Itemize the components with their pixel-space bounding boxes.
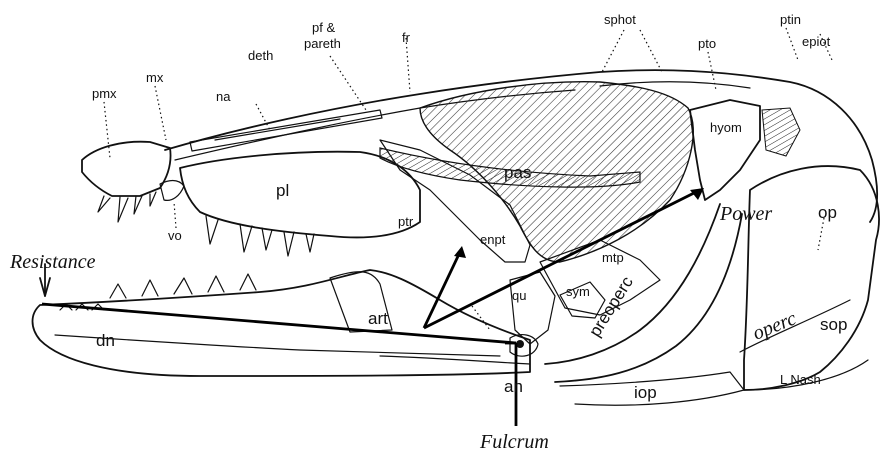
skull-drawing: L Nash <box>33 70 879 405</box>
label-operc: operc <box>750 307 800 344</box>
label-ptr: ptr <box>398 214 414 229</box>
label-epiot: epiot <box>802 34 831 49</box>
label-qu: qu <box>512 288 526 303</box>
label-mtp: mtp <box>602 250 624 265</box>
label-pl: pl <box>276 181 289 200</box>
label-pto: pto <box>698 36 716 51</box>
label-dn: dn <box>96 331 115 350</box>
label-na: na <box>216 89 231 104</box>
label-op: op <box>818 203 837 222</box>
label-vo: vo <box>168 228 182 243</box>
label-iop: iop <box>634 383 657 402</box>
label-sop: sop <box>820 315 847 334</box>
anatomy-labels: pmx mx na deth pf & pareth fr sphot pto … <box>9 12 847 453</box>
label-sphot: sphot <box>604 12 636 27</box>
label-ptin: ptin <box>780 12 801 27</box>
label-pas: pas <box>504 163 531 182</box>
label-mx: mx <box>146 70 164 85</box>
label-fr: fr <box>402 30 411 45</box>
label-pmx: pmx <box>92 86 117 101</box>
artist-signature: L Nash <box>780 372 821 387</box>
label-pf: pf & <box>312 20 335 35</box>
label-power: Power <box>719 203 772 225</box>
label-art: art <box>368 309 388 328</box>
label-preoperc: preoperc <box>585 273 637 340</box>
label-an: an <box>504 377 523 396</box>
label-hyom: hyom <box>710 120 742 135</box>
label-enpt: enpt <box>480 232 506 247</box>
label-resistance: Resistance <box>9 251 96 273</box>
label-fulcrum: Fulcrum <box>479 431 549 453</box>
label-sym: sym <box>566 284 590 299</box>
label-pareth: pareth <box>304 36 341 51</box>
label-deth: deth <box>248 48 273 63</box>
